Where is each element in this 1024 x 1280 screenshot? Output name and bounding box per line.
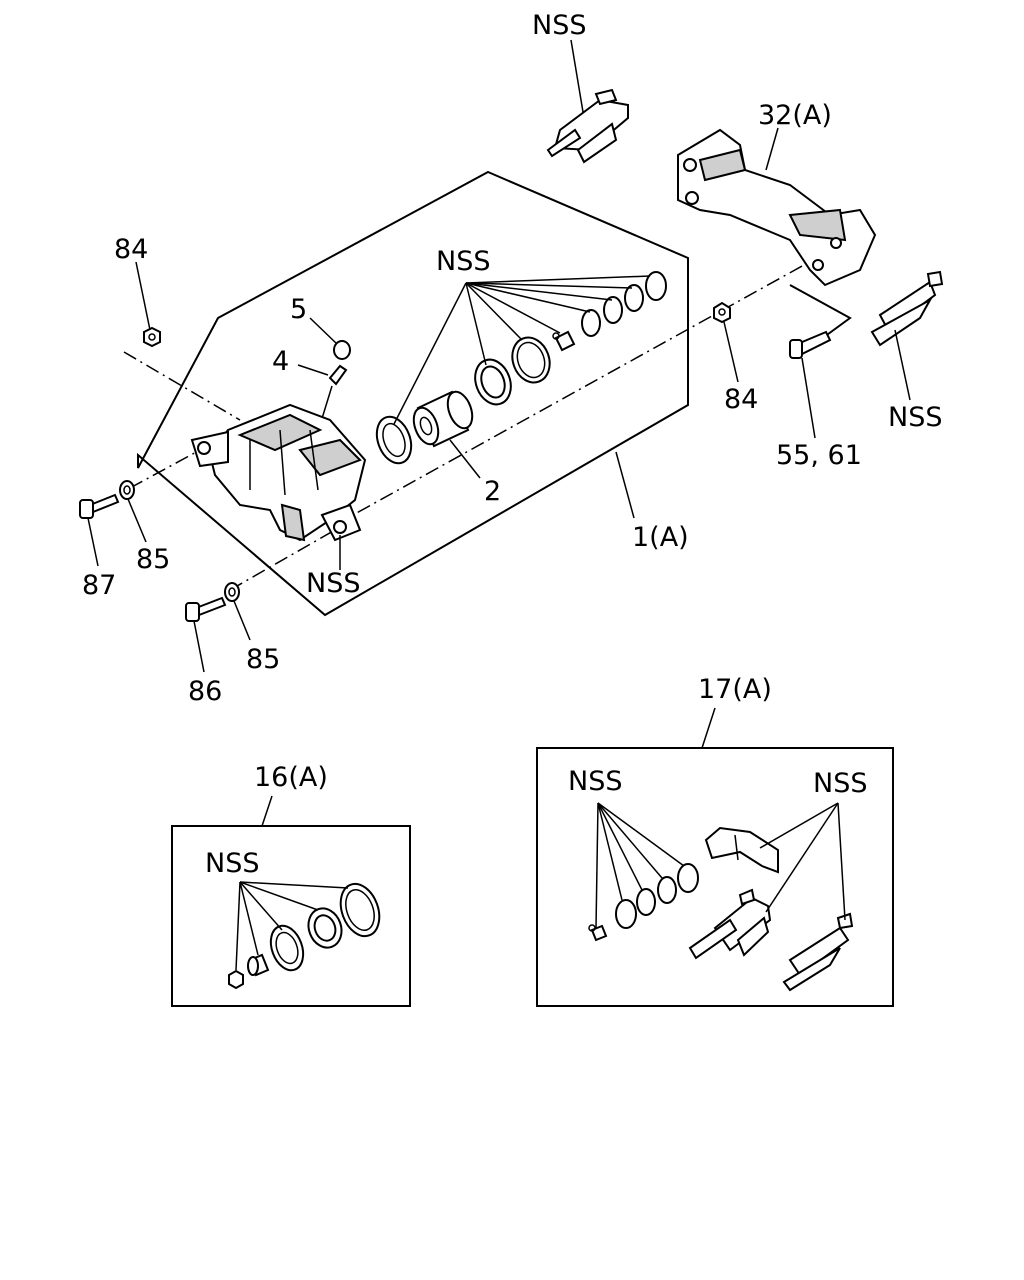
washer-85-lower xyxy=(224,582,240,602)
leader-84-right xyxy=(723,321,739,383)
leader-85-upper xyxy=(127,498,147,543)
label-4: 4 xyxy=(272,346,289,377)
clip-right xyxy=(870,270,944,347)
kit-17-parts xyxy=(588,826,854,992)
label-nss-kit17-right: NSS xyxy=(813,768,867,799)
label-2: 2 xyxy=(484,476,501,507)
axis-main xyxy=(334,244,841,526)
kit-16-parts xyxy=(228,882,381,990)
leaders-nss-seal xyxy=(393,275,651,425)
label-nss-seal-kit: NSS xyxy=(436,246,490,277)
label-87: 87 xyxy=(82,570,116,601)
clip-top xyxy=(546,88,629,164)
spring-clip xyxy=(552,330,576,352)
kit-17-box xyxy=(536,747,894,1007)
leader-16 xyxy=(261,795,273,827)
assembly-outline-1 xyxy=(137,170,689,617)
label-nss-kit17-left: NSS xyxy=(568,766,622,797)
bolt-86 xyxy=(185,596,227,622)
axis-lower-left xyxy=(129,449,201,489)
boot-seal xyxy=(474,358,512,406)
small-rings xyxy=(581,271,667,337)
seal-ring-large xyxy=(375,415,413,465)
bracket-bolt-bracket xyxy=(789,284,852,341)
label-nss-top: NSS xyxy=(532,10,586,41)
leader-nss-right xyxy=(894,329,911,401)
kit-16-box xyxy=(171,825,411,1007)
label-5: 5 xyxy=(290,294,307,325)
leader-86 xyxy=(193,620,205,673)
label-17: 17(A) xyxy=(698,674,772,705)
bleeder-cap-5 xyxy=(333,340,351,360)
label-86: 86 xyxy=(188,676,222,707)
label-85-lower: 85 xyxy=(246,644,280,675)
leader-84-left xyxy=(135,261,151,331)
leader-nss-top xyxy=(570,39,584,113)
label-84-left: 84 xyxy=(114,234,148,265)
label-nss-bottom: NSS xyxy=(306,568,360,599)
axis-bolt-86 xyxy=(229,529,336,591)
leader-87 xyxy=(87,517,99,567)
caliper-bracket xyxy=(677,128,877,287)
bolt-87 xyxy=(79,493,120,519)
piston-2 xyxy=(412,390,474,448)
label-55-61: 55, 61 xyxy=(776,440,862,471)
leader-85-lower xyxy=(233,600,251,641)
label-nss-kit16: NSS xyxy=(205,848,259,879)
o-ring-large xyxy=(511,336,551,384)
washer-85-upper xyxy=(119,480,135,500)
label-nss-right: NSS xyxy=(888,402,942,433)
leader-17 xyxy=(701,707,716,749)
caliper-body xyxy=(190,403,367,542)
axis-upper-left xyxy=(123,351,241,421)
label-16: 16(A) xyxy=(254,762,328,793)
leader-32 xyxy=(765,127,779,171)
leader-5 xyxy=(309,317,338,345)
label-32: 32(A) xyxy=(758,100,832,131)
leader-4 xyxy=(297,364,329,376)
nut-84-left xyxy=(143,326,161,348)
label-1: 1(A) xyxy=(632,522,689,553)
label-85-upper: 85 xyxy=(136,544,170,575)
leader-1 xyxy=(615,451,635,519)
leaders-nss-k16 xyxy=(235,881,349,971)
nut-84-right xyxy=(713,301,731,324)
bolt-55-61 xyxy=(789,330,832,359)
label-84-right: 84 xyxy=(724,384,758,415)
leaders-nss-k17 xyxy=(595,802,846,929)
leader-2 xyxy=(449,439,481,479)
leader-55-61 xyxy=(801,357,816,439)
